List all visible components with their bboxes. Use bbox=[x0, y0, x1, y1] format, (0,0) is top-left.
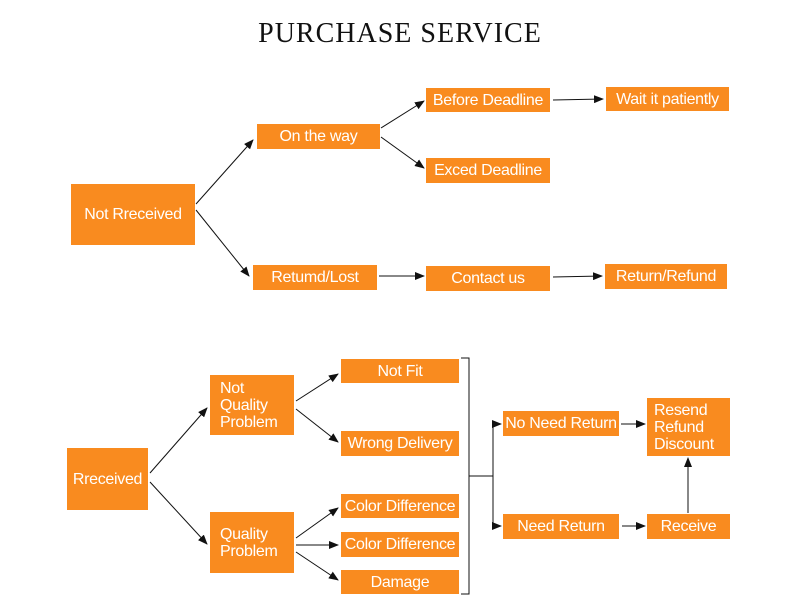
arrow-notreceived-returned bbox=[195, 209, 250, 277]
arrow-notreceived-ontheway bbox=[195, 139, 254, 205]
arrow-before-wait bbox=[552, 95, 604, 104]
arrow-contact-refund bbox=[552, 272, 603, 281]
node-exceed-deadline: Exced Deadline bbox=[426, 158, 550, 183]
arrow-received-notquality bbox=[149, 407, 208, 474]
node-wrong-delivery: Wrong Delivery bbox=[341, 431, 459, 456]
node-resend-refund-discount: Resend Refund Discount bbox=[647, 398, 730, 456]
node-before-deadline: Before Deadline bbox=[426, 88, 550, 112]
node-need-return: Need Return bbox=[503, 514, 619, 539]
page-title: PURCHASE SERVICE bbox=[258, 18, 542, 49]
node-no-need-return: No Need Return bbox=[503, 411, 619, 436]
node-received: Rreceived bbox=[67, 448, 148, 510]
arrow-notquality-notfit bbox=[295, 373, 339, 402]
node-on-the-way: On the way bbox=[257, 124, 380, 149]
node-damage: Damage bbox=[341, 570, 459, 594]
arrow-to-no-need-return bbox=[492, 420, 502, 476]
node-not-quality-problem: Not Quality Problem bbox=[210, 375, 294, 435]
node-return-refund: Return/Refund bbox=[605, 264, 727, 289]
node-wait-patiently: Wait it patiently bbox=[606, 87, 729, 111]
arrow-notquality-wrong bbox=[295, 408, 339, 443]
node-receive: Receive bbox=[647, 514, 730, 539]
node-contact-us: Contact us bbox=[426, 266, 550, 291]
arrow-to-need-return bbox=[492, 476, 502, 530]
node-color-difference-2: Color Difference bbox=[341, 532, 459, 557]
arrow-received-quality bbox=[149, 481, 208, 545]
arrow-quality-damage bbox=[295, 551, 339, 581]
node-not-received: Not Rreceived bbox=[71, 184, 195, 245]
reason-bracket bbox=[461, 357, 470, 595]
arrow-quality-color1 bbox=[295, 507, 339, 539]
arrow-ontheway-exceed bbox=[380, 136, 425, 169]
node-returned-lost: Retumd/Lost bbox=[253, 265, 377, 290]
node-not-fit: Not Fit bbox=[341, 359, 459, 383]
node-color-difference-1: Color Difference bbox=[341, 494, 459, 518]
node-quality-problem: Quality Problem bbox=[210, 512, 294, 573]
arrow-ontheway-before bbox=[380, 100, 425, 129]
